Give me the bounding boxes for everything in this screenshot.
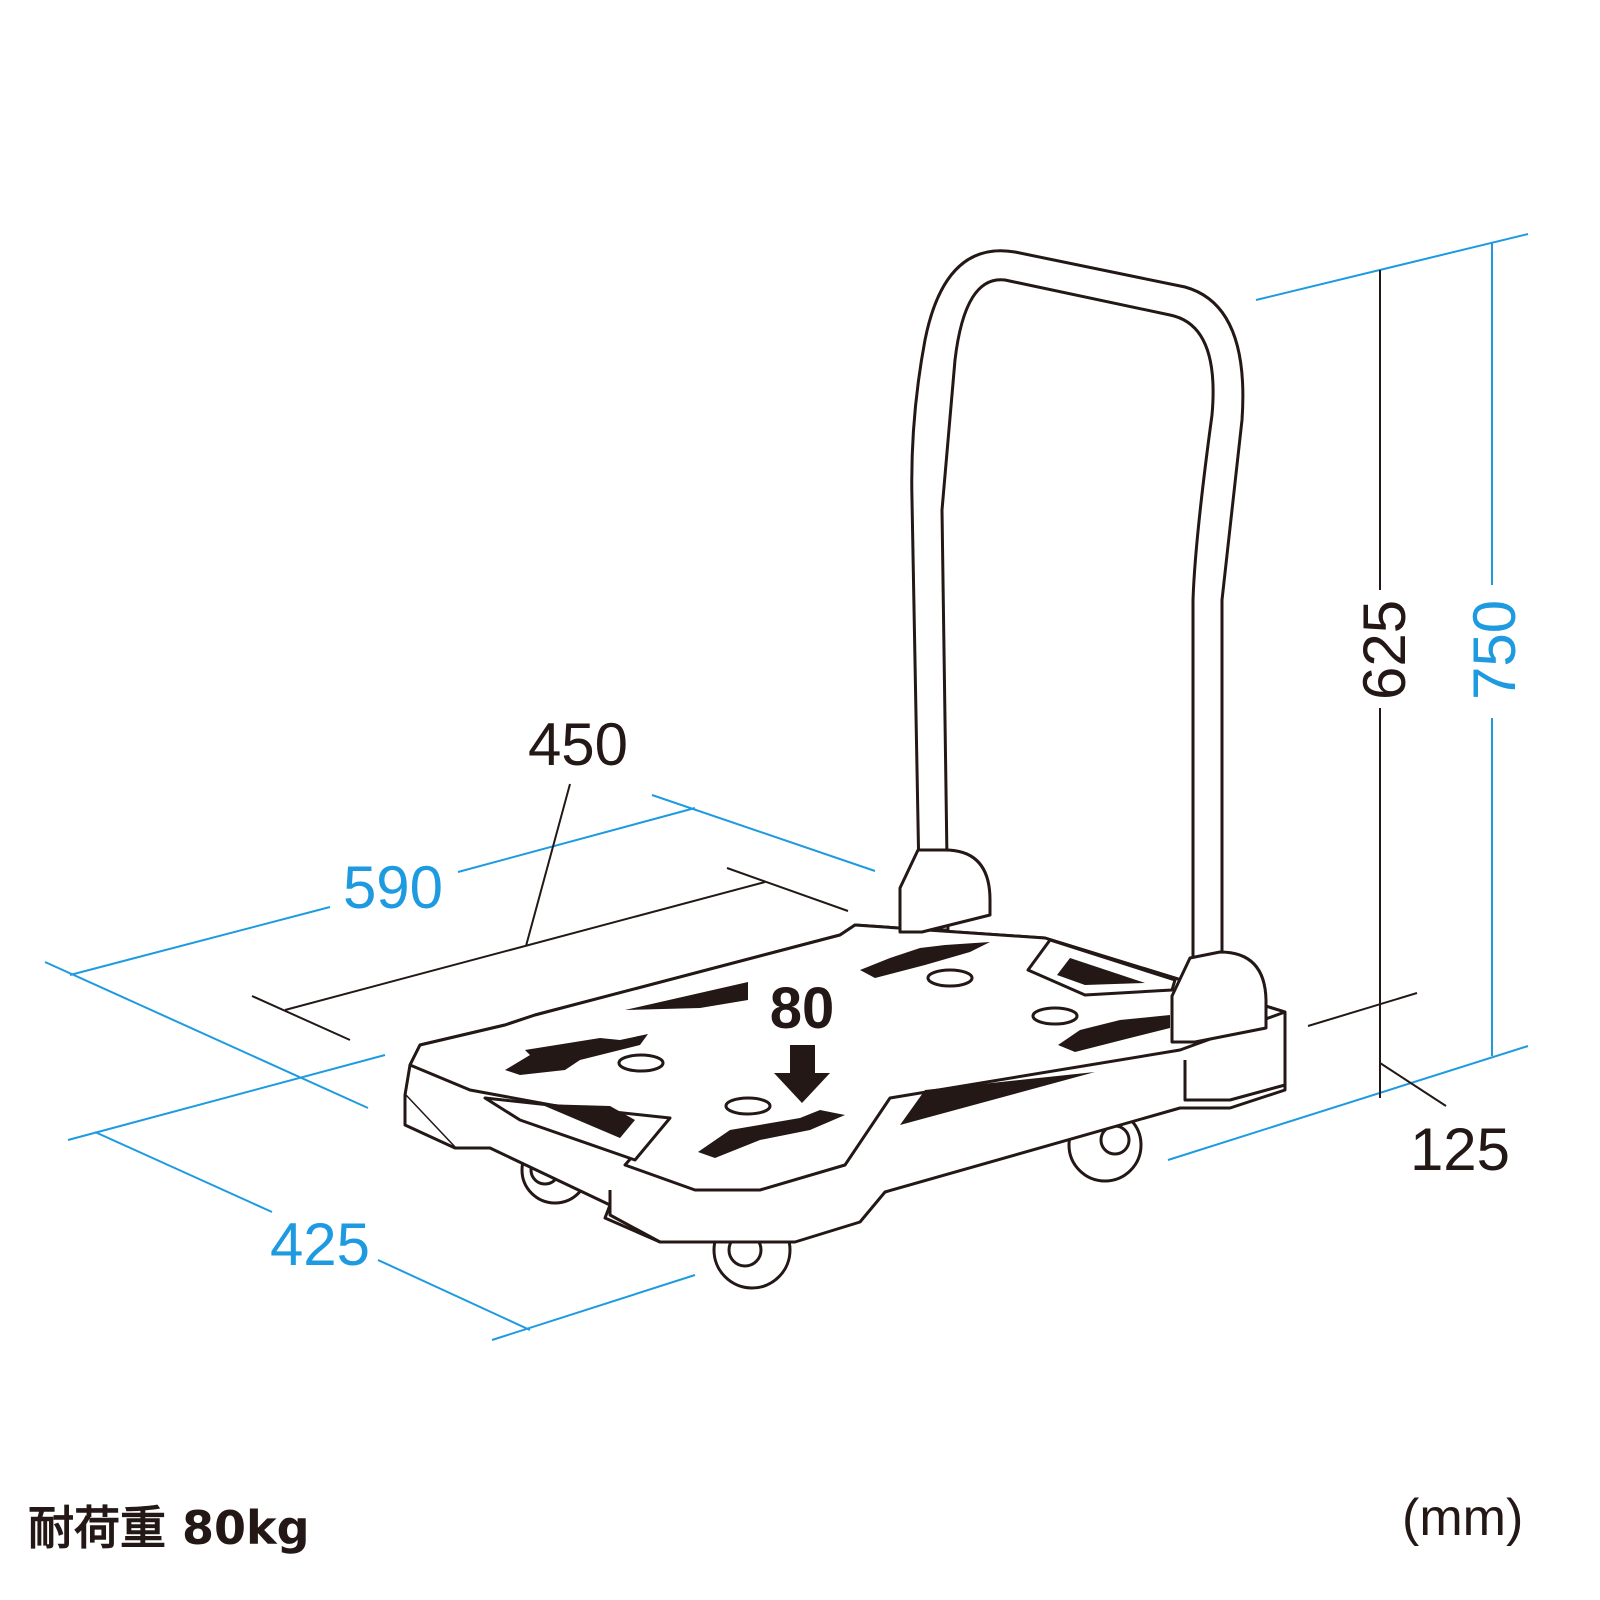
label-load-mark: 80 — [770, 976, 835, 1041]
cart-platform — [403, 923, 1287, 1244]
load-capacity-caption: 耐荷重 80kg — [28, 1501, 310, 1555]
load-arrow-icon — [774, 1045, 830, 1103]
label-total-height: 750 — [1461, 600, 1528, 700]
label-deck-height: 125 — [1410, 1116, 1510, 1183]
dimension-lines-black — [251, 270, 1447, 1107]
unit-label: (mm) — [1402, 1489, 1524, 1547]
label-outer-length: 590 — [343, 854, 443, 921]
cart-handle — [898, 249, 1268, 1044]
dimension-lines-blue — [44, 233, 1529, 1341]
label-inner-width: 450 — [528, 711, 628, 778]
label-width: 425 — [270, 1211, 370, 1278]
label-handle-height: 625 — [1351, 600, 1418, 700]
